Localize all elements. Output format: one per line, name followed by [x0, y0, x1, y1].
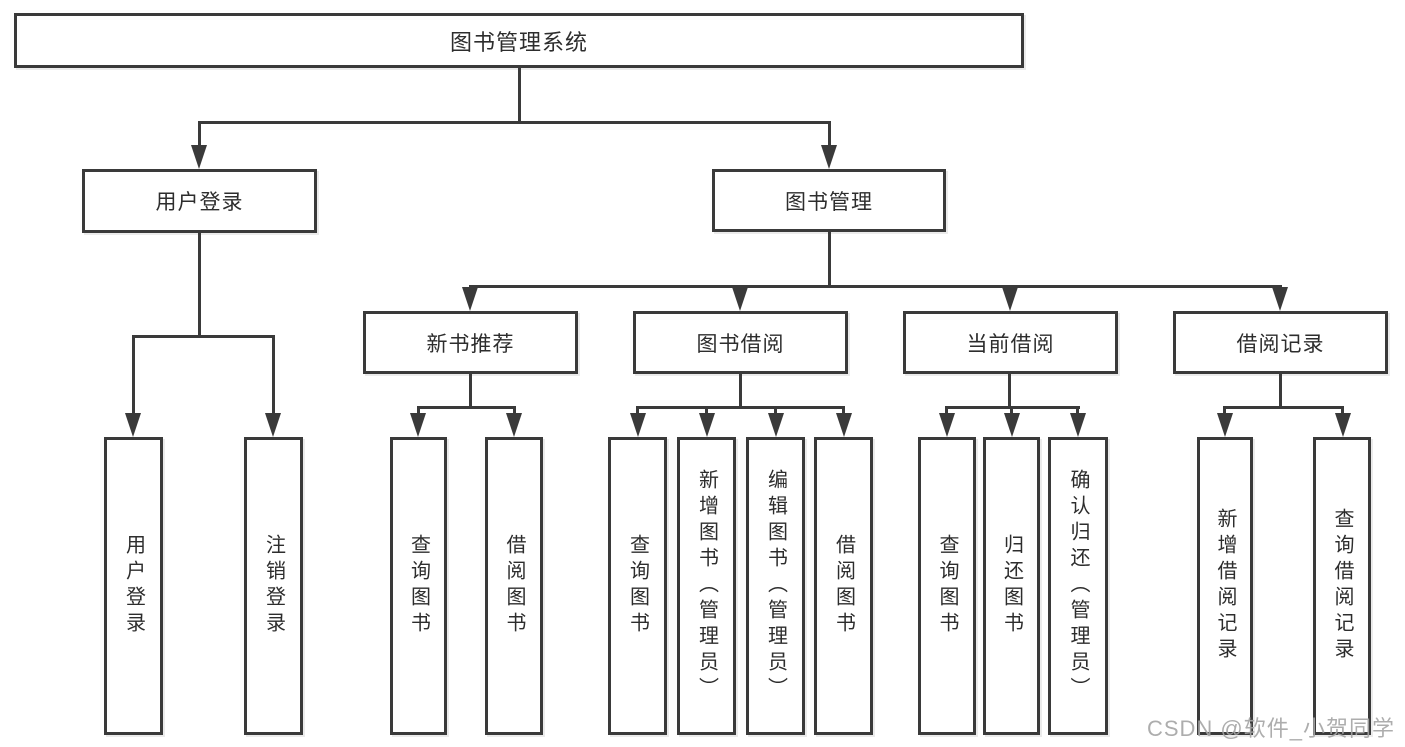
leaf-confirm-return-admin: 确认归还（管理员） [1048, 437, 1108, 735]
arrowhead-icon [1070, 413, 1086, 437]
connector-root-branch [198, 121, 831, 124]
arrowhead-icon [125, 413, 141, 437]
arrowhead-icon [1272, 287, 1288, 311]
node-label: 图书借阅 [696, 332, 785, 356]
arrowhead-icon [732, 287, 748, 311]
connector-user-login-stub [198, 233, 201, 337]
connector-book-mgmt-branch [469, 285, 1282, 288]
node-label: 注销登录 [262, 534, 285, 638]
arrowhead-icon [462, 287, 478, 311]
leaf-return-book: 归还图书 [983, 437, 1040, 735]
leaf-borrow-books-recommend: 借阅图书 [485, 437, 543, 735]
connector-stub [1279, 374, 1282, 408]
arrowhead-icon [506, 413, 522, 437]
node-label: 图书管理系统 [449, 29, 588, 55]
connector-user-login-branch [132, 335, 275, 338]
node-user-login: 用户登录 [82, 169, 317, 233]
arrowhead-icon [1004, 413, 1020, 437]
arrowhead-icon [939, 413, 955, 437]
connector-arrow-shaft [842, 406, 845, 418]
node-label: 当前借阅 [966, 332, 1055, 356]
connector-stub [1008, 374, 1011, 408]
leaf-add-book-admin: 新增图书（管理员） [677, 437, 736, 735]
connector-arrow-shaft [828, 121, 831, 150]
leaf-add-borrow-record: 新增借阅记录 [1197, 437, 1253, 735]
arrowhead-icon [699, 413, 715, 437]
connector-arrow-shaft [945, 406, 948, 418]
connector-arrow-shaft [1010, 406, 1013, 418]
node-label: 新书推荐 [426, 332, 515, 356]
node-label: 编辑图书（管理员） [764, 469, 787, 703]
arrowhead-icon [630, 413, 646, 437]
connector-arrow-shaft [513, 406, 516, 418]
connector-arrow-shaft [705, 406, 708, 418]
leaf-query-books-recommend: 查询图书 [390, 437, 447, 735]
node-label: 归还图书 [1000, 534, 1023, 638]
connector-arrow-shaft [272, 335, 275, 417]
leaf-edit-book-admin: 编辑图书（管理员） [746, 437, 805, 735]
node-label: 查询借阅记录 [1331, 508, 1353, 664]
connector-stub [469, 374, 472, 408]
connector-stub [739, 374, 742, 408]
arrowhead-icon [410, 413, 426, 437]
node-label: 查询图书 [407, 534, 430, 638]
connector-branch [1223, 406, 1344, 409]
connector-branch [417, 406, 516, 409]
connector-arrow-shaft [636, 406, 639, 418]
connector-arrow-shaft [774, 406, 777, 418]
node-borrow-records: 借阅记录 [1173, 311, 1388, 374]
node-new-book-recommend: 新书推荐 [363, 311, 578, 374]
connector-arrow-shaft [1341, 406, 1344, 418]
arrowhead-icon [836, 413, 852, 437]
connector-book-mgmt-stub [828, 232, 831, 288]
node-label: 新增借阅记录 [1214, 508, 1236, 664]
node-label: 借阅图书 [503, 534, 525, 638]
connector-arrow-shaft [417, 406, 420, 418]
leaf-query-books-borrow: 查询图书 [608, 437, 667, 735]
leaf-user-login: 用户登录 [104, 437, 163, 735]
node-label: 图书管理 [785, 190, 873, 214]
leaf-query-borrow-record: 查询借阅记录 [1313, 437, 1371, 735]
connector-arrow-shaft [198, 121, 201, 150]
node-label: 查询图书 [936, 534, 958, 638]
arrowhead-icon [191, 145, 207, 169]
node-label: 新增图书（管理员） [695, 469, 718, 703]
csdn-watermark: CSDN @软件_小贺同学 [1146, 716, 1395, 741]
arrowhead-icon [1002, 287, 1018, 311]
node-label: 查询图书 [626, 534, 649, 638]
node-label: 确认归还（管理员） [1067, 469, 1089, 703]
connector-root-stub [518, 66, 521, 124]
node-label: 借阅记录 [1236, 332, 1325, 356]
arrowhead-icon [1217, 413, 1233, 437]
node-book-management: 图书管理 [712, 169, 946, 232]
node-book-borrow: 图书借阅 [633, 311, 848, 374]
node-label: 用户登录 [122, 534, 145, 638]
node-label: 借阅图书 [832, 534, 855, 638]
leaf-logout: 注销登录 [244, 437, 303, 735]
connector-arrow-shaft [1076, 406, 1079, 418]
connector-arrow-shaft [132, 335, 135, 417]
arrowhead-icon [768, 413, 784, 437]
node-root-library-system: 图书管理系统 [14, 13, 1024, 68]
node-current-borrow: 当前借阅 [903, 311, 1118, 374]
leaf-query-books-current: 查询图书 [918, 437, 976, 735]
arrowhead-icon [1335, 413, 1351, 437]
connector-arrow-shaft [1223, 406, 1226, 418]
arrowhead-icon [265, 413, 281, 437]
node-label: 用户登录 [155, 191, 244, 214]
arrowhead-icon [821, 145, 837, 169]
leaf-borrow-books: 借阅图书 [814, 437, 873, 735]
connector-branch [636, 406, 845, 409]
